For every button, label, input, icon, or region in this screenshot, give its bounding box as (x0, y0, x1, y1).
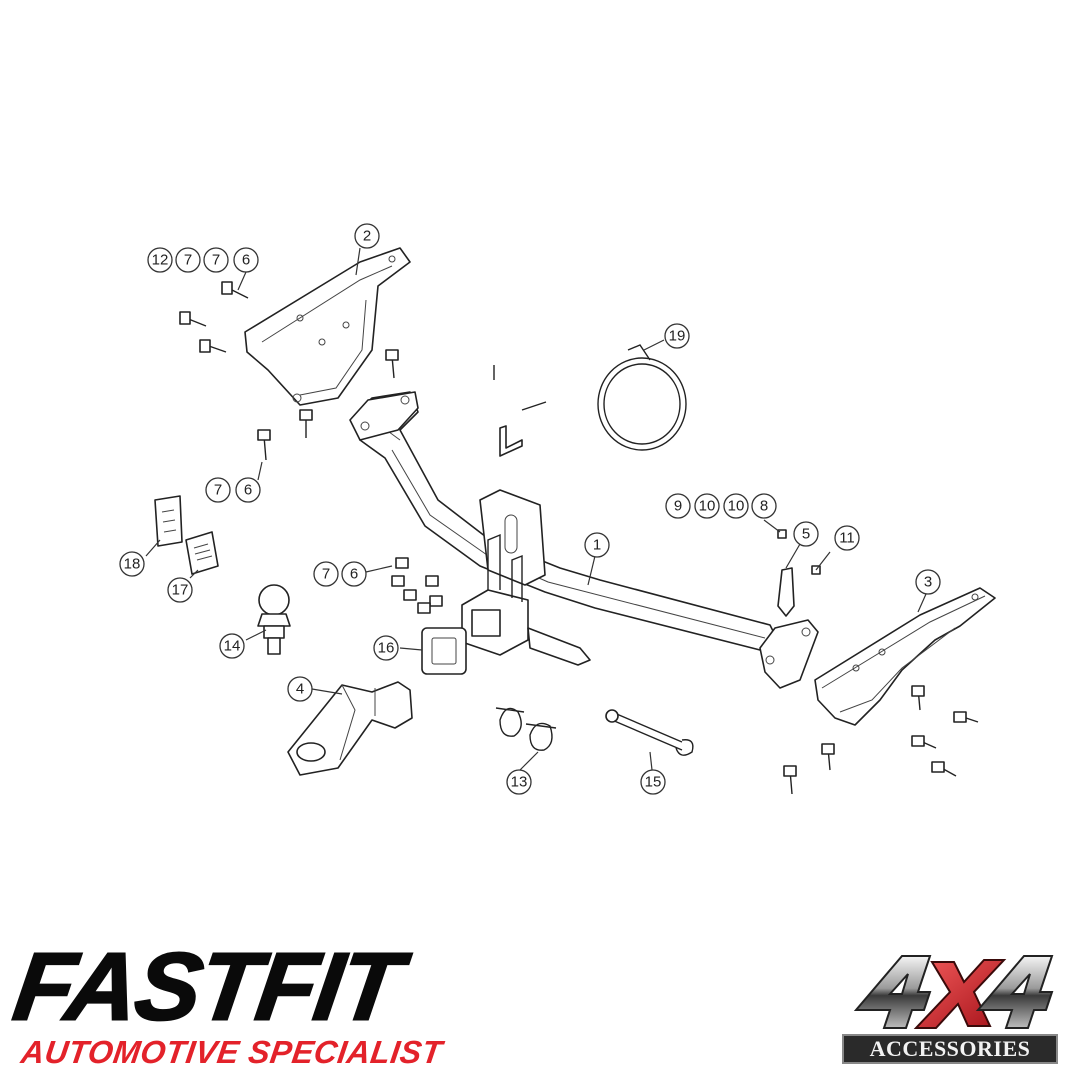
bolts (179, 281, 979, 795)
svg-text:16: 16 (378, 640, 395, 657)
main-crossbar (349, 391, 819, 689)
callout-15: 15 (640, 769, 666, 795)
callout-12: 12 (147, 247, 173, 273)
svg-text:11: 11 (839, 530, 855, 547)
brand-name: FASTFIT (7, 931, 408, 1041)
svg-text:7: 7 (214, 482, 222, 499)
l-bracket (493, 365, 547, 457)
svg-text:4: 4 (296, 681, 304, 698)
svg-text:7: 7 (212, 252, 220, 269)
svg-text:7: 7 (184, 252, 192, 269)
svg-text:5: 5 (802, 526, 810, 543)
brand-tagline: AUTOMOTIVE SPECIALIST (18, 1034, 445, 1070)
callout-7: 7 (313, 561, 339, 587)
sticker-18 (154, 495, 183, 547)
callout-9: 9 (665, 493, 691, 519)
callout-4: 4 (287, 676, 313, 702)
svg-text:18: 18 (124, 556, 141, 573)
callout-3: 3 (915, 569, 941, 595)
svg-text:10: 10 (728, 498, 745, 515)
callout-10: 10 (723, 493, 749, 519)
svg-text:12: 12 (152, 252, 169, 269)
callout-5: 5 (793, 521, 819, 547)
callout-8: 8 (751, 493, 777, 519)
svg-text:1: 1 (593, 537, 601, 554)
svg-text:9: 9 (674, 498, 682, 515)
tow-ball (257, 584, 291, 655)
right-bracket (814, 587, 996, 726)
hitch-pin (605, 709, 694, 756)
left-bracket (244, 247, 411, 406)
shackles (495, 707, 557, 751)
wire-coil (597, 344, 687, 451)
4x4-mark (853, 955, 1054, 1029)
svg-text:6: 6 (244, 482, 252, 499)
svg-text:17: 17 (172, 582, 189, 599)
svg-text:6: 6 (242, 252, 250, 269)
callout-16: 16 (373, 635, 399, 661)
callout-6: 6 (341, 561, 367, 587)
svg-text:10: 10 (699, 498, 716, 515)
callout-1: 1 (584, 532, 610, 558)
sticker-17 (185, 531, 219, 575)
svg-text:13: 13 (511, 774, 528, 791)
4x4-accessories-logo: ACCESSORIES (842, 948, 1060, 1070)
callout-7: 7 (205, 477, 231, 503)
svg-text:3: 3 (924, 574, 932, 591)
callout-6: 6 (233, 247, 259, 273)
ball-mount (287, 681, 413, 776)
svg-text:15: 15 (645, 774, 662, 791)
callout-6: 6 (235, 477, 261, 503)
callout-7: 7 (203, 247, 229, 273)
strap (777, 567, 795, 617)
svg-text:6: 6 (350, 566, 358, 583)
badge-text: ACCESSORIES (842, 1034, 1058, 1064)
callout-19: 19 (664, 323, 690, 349)
svg-text:8: 8 (760, 498, 768, 515)
fastfit-logo: FASTFIT AUTOMOTIVE SPECIALIST (7, 931, 452, 1070)
svg-text:14: 14 (224, 638, 241, 655)
hitch-cover (421, 627, 467, 675)
callout-2: 2 (354, 223, 380, 249)
leader-lines (145, 247, 927, 771)
callout-11: 11 (834, 525, 860, 551)
svg-text:2: 2 (363, 228, 371, 245)
callout-10: 10 (694, 493, 720, 519)
callout-17: 17 (167, 577, 193, 603)
svg-text:19: 19 (669, 328, 686, 345)
callout-7: 7 (175, 247, 201, 273)
svg-text:7: 7 (322, 566, 330, 583)
callouts: 12 7 7 6 2 19 7 6 9 10 10 8 1 5 11 18 7 … (119, 223, 941, 795)
callout-13: 13 (506, 769, 532, 795)
callout-18: 18 (119, 551, 145, 577)
callout-14: 14 (219, 633, 245, 659)
